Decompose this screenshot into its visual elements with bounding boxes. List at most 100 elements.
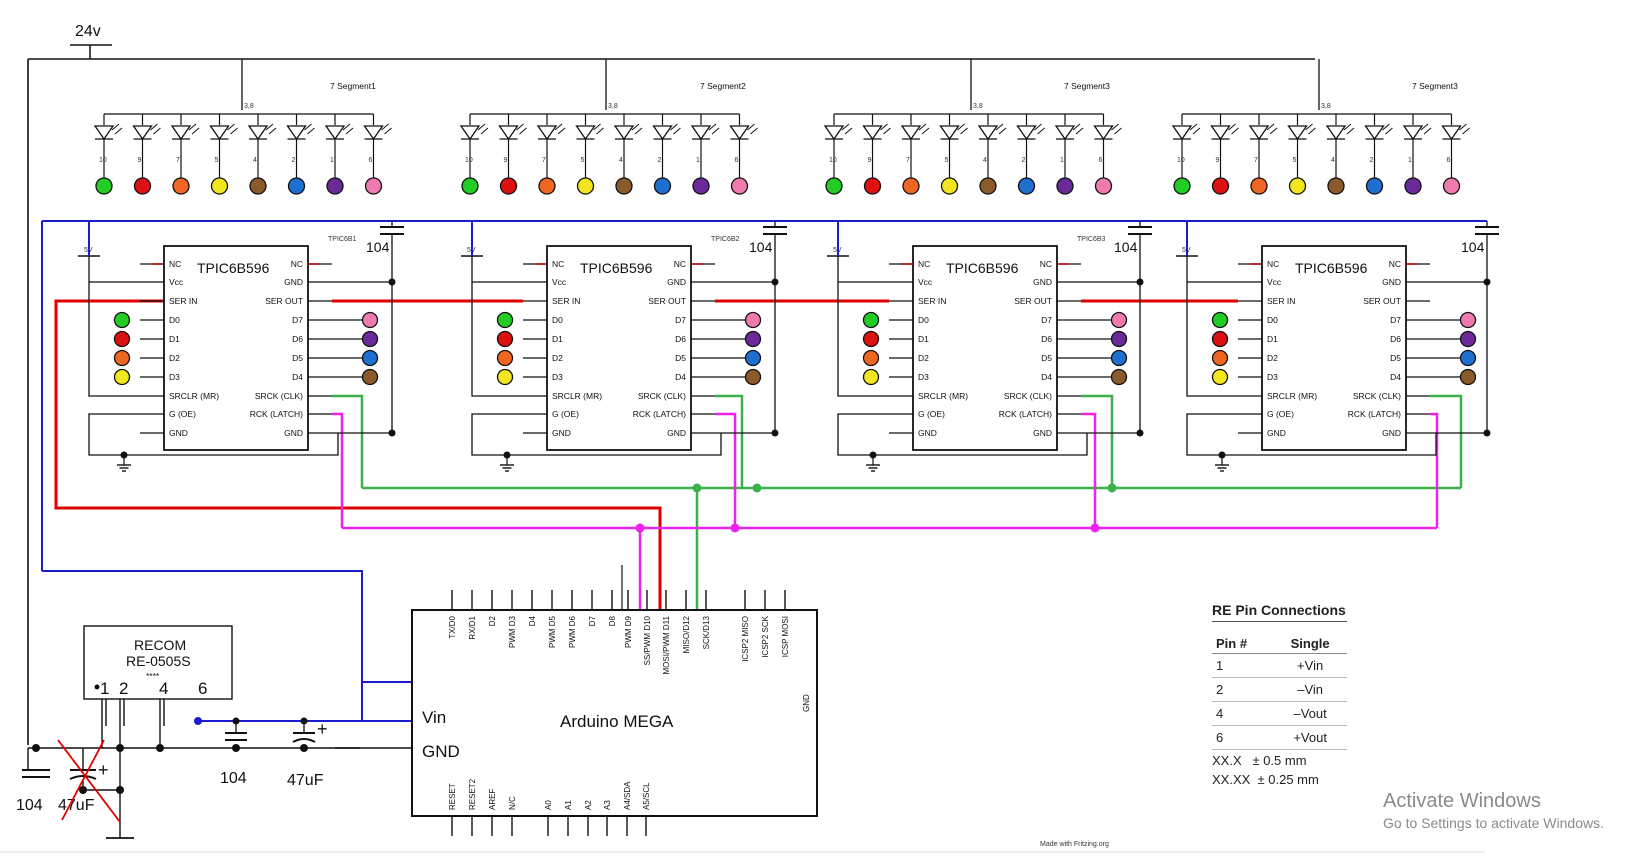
led-pin-number: 2 bbox=[1370, 157, 1374, 164]
led-ray bbox=[1346, 127, 1355, 135]
chip-pin-label-right: GND bbox=[1033, 277, 1052, 287]
led-ray bbox=[342, 123, 351, 131]
arduino-pin-label: A1 bbox=[564, 800, 573, 810]
junction-dot bbox=[232, 717, 240, 725]
segment-color-indicator bbox=[902, 177, 920, 195]
segment-color-indicator bbox=[133, 177, 152, 195]
arduino-pin-label: ICSP2 MISO bbox=[741, 616, 750, 662]
led-diode-symbol bbox=[132, 125, 153, 141]
led-ray bbox=[1192, 127, 1201, 135]
chip-pin-label-left: D1 bbox=[552, 334, 563, 344]
junction-dot bbox=[1218, 451, 1226, 459]
chip-pin-label-right: RCK (LATCH) bbox=[250, 409, 303, 419]
chip-pin-label-right: SER OUT bbox=[1014, 296, 1052, 306]
output-color-indicator bbox=[1110, 311, 1128, 329]
chip-pin-label-left: SER IN bbox=[918, 296, 946, 306]
output-color-indicator bbox=[744, 349, 762, 367]
led-ray bbox=[1385, 127, 1393, 135]
oe-gnd-wire bbox=[88, 413, 339, 456]
output-color-indicator bbox=[361, 349, 379, 367]
led-diode-symbol bbox=[1325, 125, 1347, 141]
led-diode-symbol bbox=[1016, 125, 1037, 141]
chip-pin-label-right: NC bbox=[674, 259, 686, 269]
chip-pin-label-right: D7 bbox=[1041, 315, 1052, 325]
junction-dot bbox=[79, 786, 87, 794]
output-color-indicator bbox=[496, 330, 514, 348]
output-color-indicator bbox=[113, 368, 131, 386]
segment-color-indicator bbox=[1173, 177, 1191, 195]
chip-pin-label-left: G (OE) bbox=[918, 409, 945, 419]
led-ray bbox=[1423, 127, 1432, 135]
arduino-pin-label: PWM D6 bbox=[568, 615, 577, 648]
led-ray bbox=[1037, 127, 1045, 135]
led-pin-number: 6 bbox=[1099, 157, 1103, 164]
output-color-indicator bbox=[1211, 311, 1229, 329]
led-pin-number: 1 bbox=[696, 157, 700, 164]
polarity-mark: + bbox=[317, 719, 328, 739]
re-pin-function: +Vout bbox=[1273, 725, 1347, 750]
supply-label: 24v bbox=[75, 23, 101, 40]
led-ray bbox=[883, 127, 891, 135]
segment-color-indicator bbox=[730, 177, 749, 195]
output-color-indicator bbox=[1211, 349, 1229, 367]
chip-pin-label-left: D0 bbox=[918, 315, 929, 325]
chip-pin-label-left: GND bbox=[552, 428, 571, 438]
led-pin-number: 4 bbox=[1331, 157, 1335, 164]
chip-reference-label: TPIC6B1 bbox=[328, 236, 357, 243]
led-ray bbox=[1075, 127, 1084, 135]
table-row: 1+Vin bbox=[1212, 653, 1347, 678]
led-pin-number: 9 bbox=[138, 157, 142, 164]
led-diode-symbol bbox=[1210, 125, 1231, 141]
re-pin-function: –Vin bbox=[1273, 677, 1347, 702]
regulator-pin-number: 2 bbox=[119, 679, 128, 698]
led-ray bbox=[711, 127, 720, 135]
chip-pin-label-left: Vcc bbox=[552, 277, 567, 287]
segment-label: 7 Segment3 bbox=[1412, 81, 1458, 91]
segment-color-indicator bbox=[576, 177, 595, 195]
chip-body bbox=[546, 245, 692, 451]
latch-wire bbox=[332, 412, 344, 528]
led-pin-number: 5 bbox=[581, 157, 585, 164]
chip-pin-label-left: GND bbox=[169, 428, 188, 438]
segment-color-indicator bbox=[940, 177, 959, 195]
chip-pin-label-left: D3 bbox=[918, 372, 929, 382]
cap-label: 104 bbox=[749, 239, 773, 255]
output-color-indicator bbox=[361, 368, 379, 386]
chip-pin-label-left: D2 bbox=[552, 353, 563, 363]
chip-name: TPIC6B596 bbox=[580, 260, 653, 276]
chip-pin-label-right: D4 bbox=[1041, 372, 1052, 382]
arduino-pin-label: D7 bbox=[588, 615, 597, 626]
led-ray bbox=[747, 123, 755, 131]
chip-pin-label-right: SRCK (CLK) bbox=[638, 391, 686, 401]
activate-windows-watermark: Activate Windows Go to Settings to activ… bbox=[1383, 790, 1604, 831]
led-ray bbox=[960, 127, 968, 135]
chip-pin-label-left: SRCLR (MR) bbox=[1267, 391, 1317, 401]
chip-pin-label-left: G (OE) bbox=[169, 409, 196, 419]
oe-gnd-wire bbox=[471, 413, 722, 456]
re-table-header-row: Pin # Single bbox=[1212, 634, 1347, 654]
segment-common-pins: 3,8 bbox=[244, 103, 254, 110]
chip-pin-label-left: Vcc bbox=[169, 277, 184, 287]
arduino-pin-label: TX/D0 bbox=[448, 615, 457, 638]
led-diode-symbol bbox=[823, 125, 845, 141]
led-ray bbox=[557, 127, 566, 135]
srclr-wire bbox=[837, 282, 889, 397]
led-ray bbox=[519, 127, 527, 135]
chip-pin-label-right: GND bbox=[284, 277, 303, 287]
chip-pin-label-left: D0 bbox=[1267, 315, 1278, 325]
output-color-indicator bbox=[361, 330, 379, 348]
chip-pin-label-right: SER OUT bbox=[1363, 296, 1401, 306]
led-ray bbox=[188, 123, 197, 131]
chip-reference-label: TPIC6B2 bbox=[711, 236, 740, 243]
led-diode-symbol bbox=[459, 125, 481, 141]
regulator-out-dot bbox=[194, 717, 202, 725]
led-diode-symbol bbox=[729, 125, 750, 141]
arduino-pin-label: RX/D1 bbox=[468, 615, 477, 639]
chip-pin-label-left: NC bbox=[918, 259, 930, 269]
led-diode-symbol bbox=[536, 125, 558, 141]
output-color-indicator bbox=[862, 311, 880, 329]
